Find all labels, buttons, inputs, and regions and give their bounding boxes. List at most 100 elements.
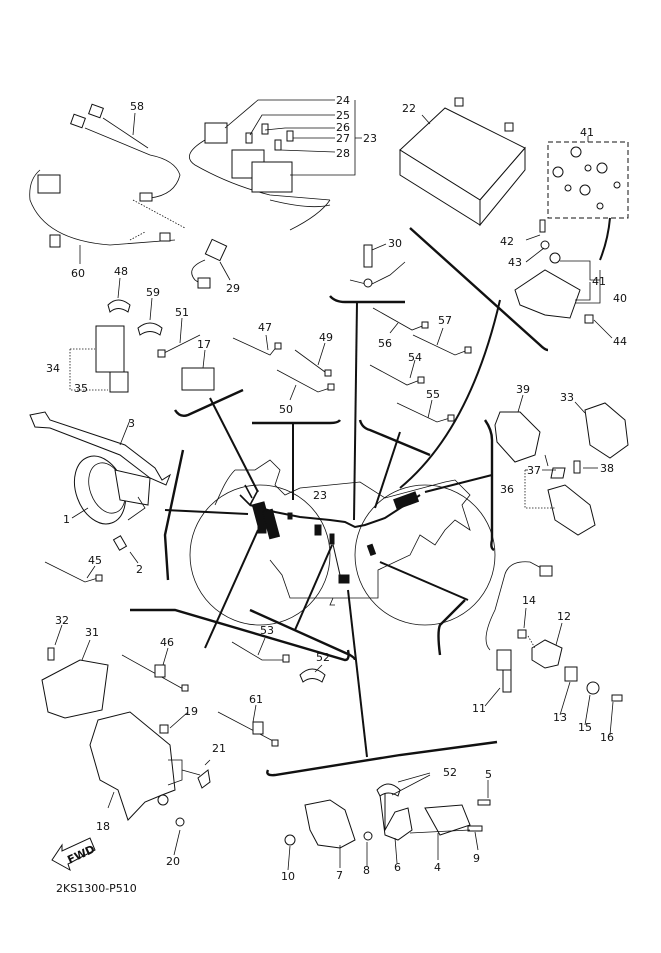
part-39-cover bbox=[494, 394, 541, 463]
callout-14: 14 bbox=[522, 594, 536, 607]
drawing-code: 2KS1300-P510 bbox=[56, 882, 137, 895]
callout-48: 48 bbox=[114, 265, 128, 278]
callout-1: 1 bbox=[63, 513, 70, 526]
callout-52-upper: 52 bbox=[316, 651, 330, 664]
callout-23-harness: 23 bbox=[313, 489, 327, 502]
callout-6: 6 bbox=[394, 861, 401, 874]
callout-59: 59 bbox=[146, 286, 160, 299]
part-53-52-ties bbox=[231, 637, 326, 683]
callout-45: 45 bbox=[88, 554, 102, 567]
part-33-relay bbox=[574, 401, 629, 459]
callout-30: 30 bbox=[388, 237, 402, 250]
callout-labels: 1 2 3 4 5 6 7 8 9 10 11 12 13 14 15 16 1… bbox=[46, 94, 627, 883]
callout-18: 18 bbox=[96, 820, 110, 833]
callout-43: 43 bbox=[508, 256, 522, 269]
callout-40: 40 bbox=[613, 292, 627, 305]
part-12-16-fasteners bbox=[517, 607, 623, 736]
callout-22: 22 bbox=[402, 102, 416, 115]
part-22-battery bbox=[399, 97, 526, 227]
callout-16: 16 bbox=[600, 731, 614, 744]
callout-8: 8 bbox=[363, 864, 370, 877]
callout-21: 21 bbox=[212, 742, 226, 755]
part-59-clamp bbox=[137, 297, 163, 336]
part-30-bolt bbox=[349, 243, 406, 288]
callout-31: 31 bbox=[85, 626, 99, 639]
part-31-regulator bbox=[41, 624, 109, 719]
callout-11: 11 bbox=[472, 702, 486, 715]
callout-19: 19 bbox=[184, 705, 198, 718]
callout-53: 53 bbox=[260, 624, 274, 637]
callout-28: 28 bbox=[336, 147, 350, 160]
motorcycle-outline bbox=[189, 459, 496, 626]
callout-33: 33 bbox=[560, 391, 574, 404]
callout-50: 50 bbox=[279, 403, 293, 416]
callout-3: 3 bbox=[128, 417, 135, 430]
part-51-cable-tie bbox=[157, 317, 201, 358]
callout-9: 9 bbox=[473, 852, 480, 865]
part-17-cover bbox=[181, 349, 215, 391]
callout-51: 51 bbox=[175, 306, 189, 319]
part-47-49-50-ties bbox=[232, 334, 335, 401]
callout-12: 12 bbox=[557, 610, 571, 623]
callout-55: 55 bbox=[426, 388, 440, 401]
callout-49: 49 bbox=[319, 331, 333, 344]
callout-34: 34 bbox=[46, 362, 60, 375]
part-18-bracket-assembly bbox=[89, 711, 211, 856]
callout-36: 36 bbox=[500, 483, 514, 496]
callout-61: 61 bbox=[249, 693, 263, 706]
part-29-connector bbox=[191, 238, 231, 289]
pointer-arrows bbox=[164, 299, 501, 758]
callout-37: 37 bbox=[527, 464, 541, 477]
callout-38: 38 bbox=[600, 462, 614, 475]
callout-54: 54 bbox=[408, 351, 422, 364]
part-1-horn bbox=[71, 455, 151, 525]
callout-2: 2 bbox=[136, 563, 143, 576]
callout-23-fuse-box: 23 bbox=[363, 132, 377, 145]
part-40-ecu-assembly bbox=[514, 219, 613, 339]
part-48-clamp bbox=[107, 277, 131, 313]
part-58-sub-harness bbox=[70, 103, 181, 202]
callout-leaders-23 bbox=[224, 99, 362, 176]
callout-10: 10 bbox=[281, 870, 295, 883]
part-46-61-ties bbox=[121, 647, 279, 747]
part-6-switch bbox=[376, 772, 431, 864]
callout-44: 44 bbox=[613, 335, 627, 348]
callout-25: 25 bbox=[336, 109, 350, 122]
callout-29: 29 bbox=[226, 282, 240, 295]
callout-39: 39 bbox=[516, 383, 530, 396]
part-2-bolt bbox=[112, 496, 146, 564]
callout-46: 46 bbox=[160, 636, 174, 649]
callout-20: 20 bbox=[166, 855, 180, 868]
part-60-harness bbox=[29, 169, 186, 248]
part-7-sprocket-cover bbox=[284, 799, 373, 871]
callout-24: 24 bbox=[336, 94, 350, 107]
part-41-grommet-kit bbox=[547, 136, 629, 261]
callout-41-grommet: 41 bbox=[592, 275, 606, 288]
leader-58 bbox=[132, 112, 136, 136]
callout-60: 60 bbox=[71, 267, 85, 280]
fwd-arrow-icon: FWD bbox=[51, 837, 97, 872]
group-brackets bbox=[130, 227, 549, 777]
callout-52-lower: 52 bbox=[443, 766, 457, 779]
part-23-fuse-box-assembly bbox=[188, 122, 331, 231]
callout-42: 42 bbox=[500, 235, 514, 248]
callout-35: 35 bbox=[74, 382, 88, 395]
callout-7: 7 bbox=[336, 869, 343, 882]
callout-47: 47 bbox=[258, 321, 272, 334]
callout-57: 57 bbox=[438, 314, 452, 327]
part-3-bracket bbox=[29, 411, 172, 486]
part-34-relay bbox=[69, 325, 129, 393]
callout-32: 32 bbox=[55, 614, 69, 627]
callout-5: 5 bbox=[485, 768, 492, 781]
callout-13: 13 bbox=[553, 711, 567, 724]
part-54-57-ties bbox=[369, 307, 472, 423]
callout-15: 15 bbox=[578, 721, 592, 734]
callout-4: 4 bbox=[434, 861, 441, 874]
callout-17: 17 bbox=[197, 338, 211, 351]
part-4-plate bbox=[409, 780, 491, 860]
callout-56: 56 bbox=[378, 337, 392, 350]
callout-58: 58 bbox=[130, 100, 144, 113]
part-45-tie bbox=[44, 561, 103, 583]
part-11-sensor bbox=[484, 561, 553, 707]
